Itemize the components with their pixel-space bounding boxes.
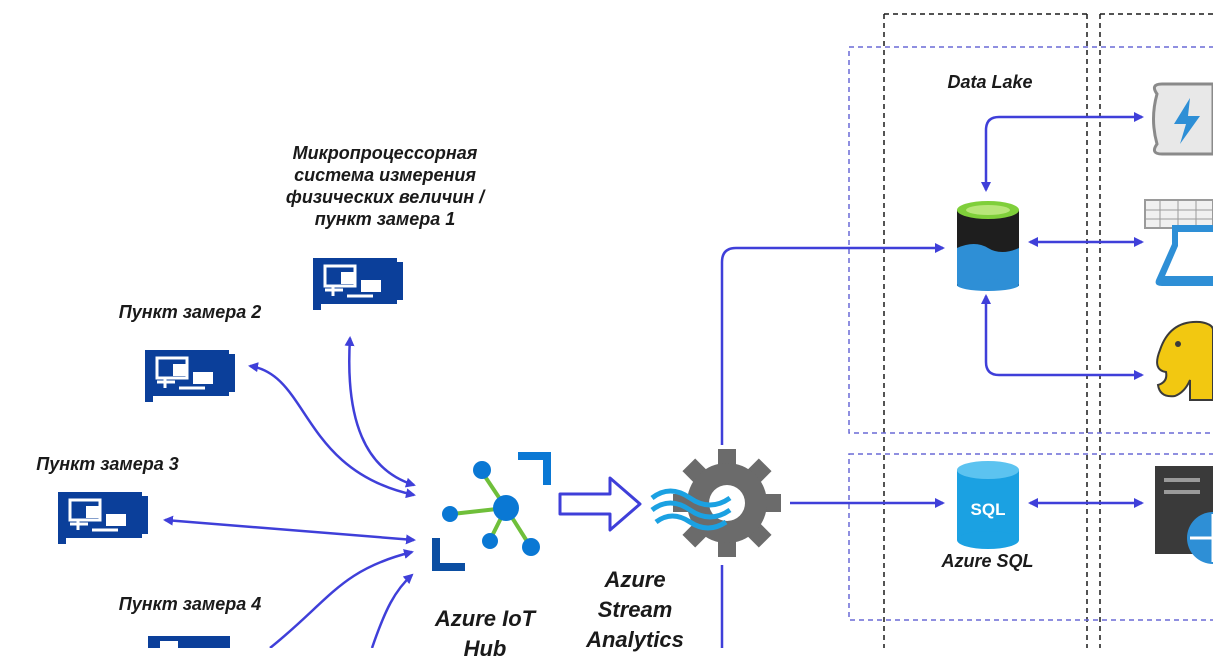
azure-sql-icon: SQL: [957, 461, 1019, 549]
iot-hub-label-line-2: Hub: [410, 634, 560, 664]
sensor-1-label-line-4: пункт замера 1: [240, 208, 530, 230]
data-lake-label: Data Lake: [920, 71, 1060, 93]
iot-hub-label: Azure IoT Hub: [410, 604, 560, 664]
sql-icon-label: SQL: [971, 500, 1006, 519]
arrow-stream-lake: [722, 248, 943, 445]
sensor-1-label-line-1: Микропроцессорная: [240, 142, 530, 164]
sensor-3-label: Пункт замера 3: [0, 453, 215, 475]
data-lake-storage-icon: [957, 201, 1019, 291]
stream-analytics-label-line-2: Stream: [560, 595, 710, 625]
server-icon: [1155, 466, 1213, 564]
sensor-1-label: Микропроцессорная система измерения физи…: [240, 142, 530, 230]
sensor-2-label: Пункт замера 2: [80, 301, 300, 323]
arrow-sensor1-hub: [349, 338, 414, 485]
iot-hub-icon: [436, 456, 547, 567]
sensor-1-label-line-2: система измерения: [240, 164, 530, 186]
stream-analytics-label-line-1: Azure: [560, 565, 710, 595]
iot-hub-label-line-1: Azure IoT: [410, 604, 560, 634]
sensor-board-3-icon: [58, 492, 148, 544]
sensor-board-2-icon: [145, 350, 235, 402]
sensor-board-4-icon: [148, 636, 230, 648]
stream-analytics-label-line-3: Analytics: [560, 625, 710, 655]
ml-studio-icon: [1145, 200, 1213, 286]
arrow-lake-functions: [986, 117, 1142, 190]
arrow-sensor4b-hub: [372, 575, 412, 648]
stream-analytics-label: Azure Stream Analytics: [560, 565, 710, 655]
stream-analytics-icon: [652, 449, 781, 557]
sensor-4-label: Пункт замера 4: [80, 593, 300, 615]
functions-icon: [1154, 84, 1213, 154]
sensor-board-1-icon: [313, 258, 403, 310]
hadoop-elephant-icon: [1157, 322, 1213, 400]
arrow-lake-hadoop: [986, 296, 1142, 375]
arrow-sensor2-hub: [250, 366, 414, 495]
hub-to-stream-arrow: [560, 478, 640, 530]
arrow-sensor3-hub: [165, 520, 414, 540]
sensor-1-label-line-3: физических величин /: [240, 186, 530, 208]
azure-sql-label: Azure SQL: [915, 550, 1060, 572]
